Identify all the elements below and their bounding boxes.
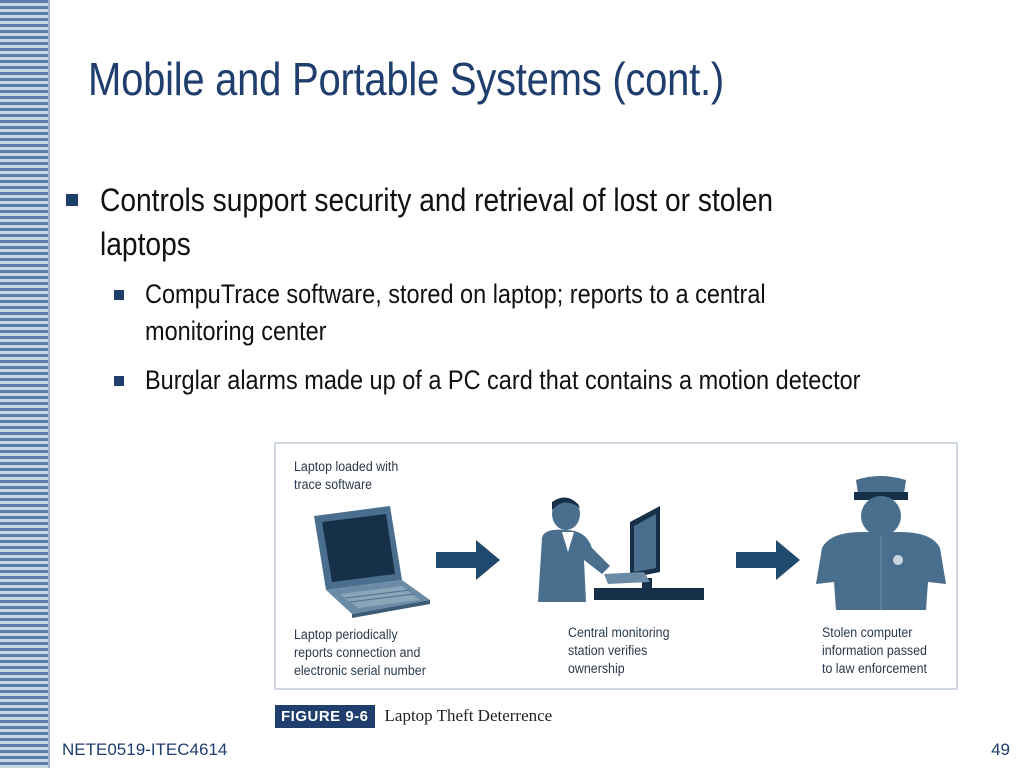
arrow-right-icon <box>736 540 800 580</box>
figure-number: FIGURE 9-6 <box>275 704 375 728</box>
bullet-text: Burglar alarms made up of a PC card that… <box>145 365 861 395</box>
caption-central-monitoring: Central monitoring station verifies owne… <box>568 625 670 676</box>
figure-title: Laptop Theft Deterrence <box>384 706 553 725</box>
bullet-text: Controls support security and retrieval … <box>100 182 774 262</box>
bullet-item-level1: Controls support security and retrieval … <box>60 178 1000 266</box>
footer-course-code: NETE0519-ITEC4614 <box>62 740 228 759</box>
arrow-right-icon <box>436 540 500 580</box>
bullet-square-icon <box>66 194 78 206</box>
figure-caption: FIGURE 9-6 Laptop Theft Deterrence <box>275 704 552 728</box>
bullet-item-level2: Burglar alarms made up of a PC card that… <box>60 362 1000 399</box>
caption-stolen-computer: Stolen computer information passed to la… <box>822 625 927 676</box>
bullet-text: CompuTrace software, stored on laptop; r… <box>145 279 766 346</box>
caption-laptop-reports: Laptop periodically reports connection a… <box>294 627 426 678</box>
bullet-square-icon <box>114 376 124 386</box>
stripe-edge <box>48 0 50 768</box>
decorative-stripe-bar <box>0 0 48 768</box>
bullet-list: Controls support security and retrieval … <box>60 178 1000 399</box>
laptop-theft-figure: Laptop loaded with trace software Laptop… <box>274 442 958 690</box>
caption-laptop-loaded: Laptop loaded with trace software <box>294 459 399 492</box>
slide-title: Mobile and Portable Systems (cont.) <box>88 53 724 105</box>
police-officer-icon <box>816 476 946 610</box>
bullet-square-icon <box>114 290 124 300</box>
slide-number: 49 <box>991 740 1010 759</box>
monitoring-operator-icon <box>538 497 704 602</box>
bullet-item-level2: CompuTrace software, stored on laptop; r… <box>60 276 1000 350</box>
laptop-icon <box>314 506 430 618</box>
